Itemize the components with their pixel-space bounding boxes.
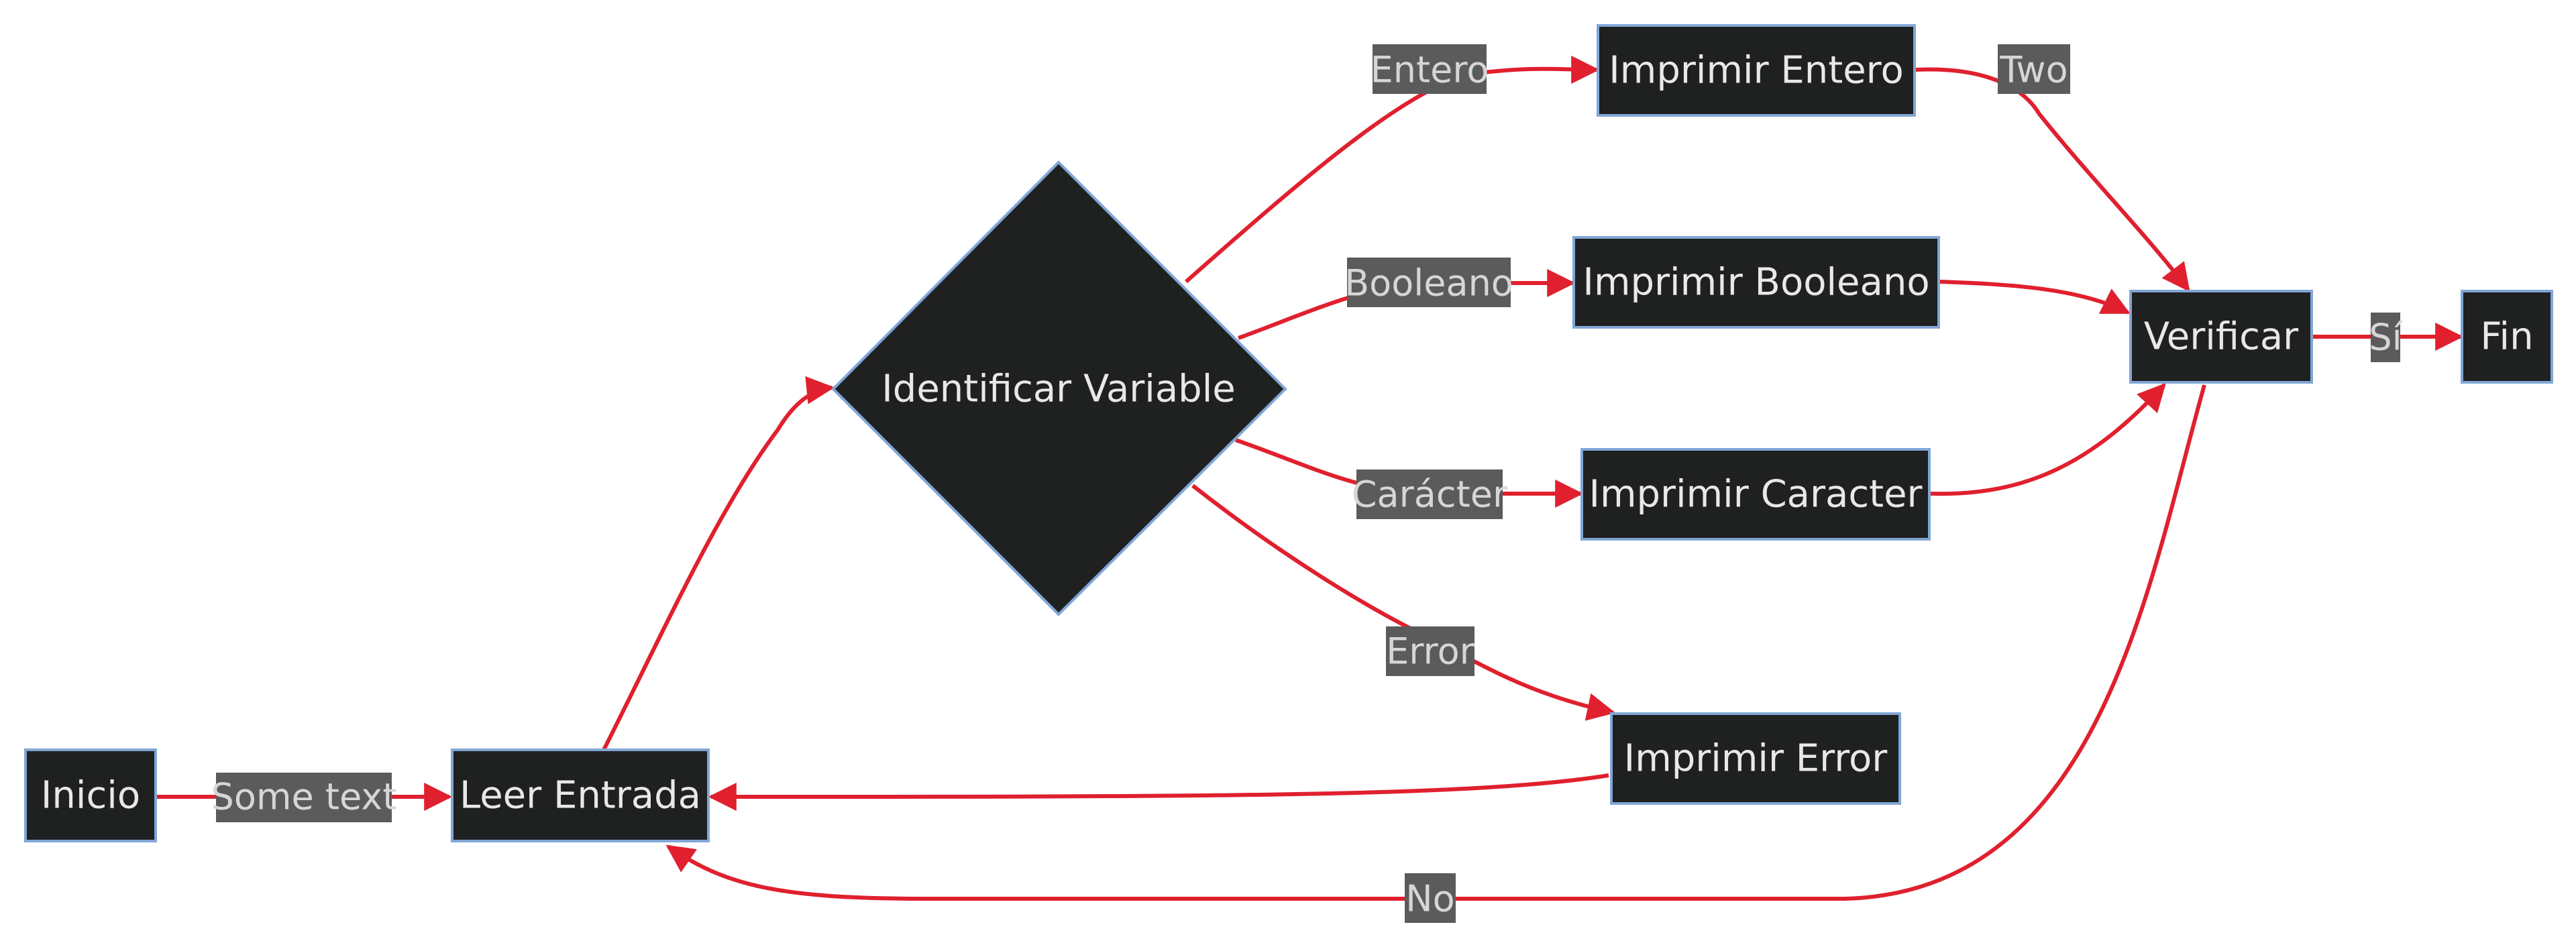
node-identificar-variable: Identificar Variable [831, 160, 1287, 616]
label-booleano: Booleano [1344, 258, 1513, 307]
edge-leer-identificar [602, 376, 835, 751]
label-entero: Entero [1371, 44, 1489, 94]
node-inicio: Inicio [24, 748, 157, 842]
label-two: Two [1998, 44, 2070, 94]
svg-text:Leer Entrada: Leer Entrada [460, 774, 701, 818]
node-imprimir-caracter: Imprimir Caracter [1580, 448, 1931, 541]
node-fin: Fin [2461, 290, 2553, 384]
svg-text:Imprimir Booleano: Imprimir Booleano [1582, 261, 1929, 304]
node-verificar: Verificar [2129, 290, 2313, 384]
svg-text:Verificar: Verificar [2144, 315, 2299, 359]
edge-verificar-leer [665, 384, 2206, 901]
svg-text:Identificar Variable: Identificar Variable [881, 368, 1235, 411]
svg-text:Error: Error [1386, 630, 1474, 673]
svg-text:Some text: Some text [211, 776, 397, 818]
svg-text:Carácter: Carácter [1352, 474, 1508, 516]
edge-booleano-verificar [1939, 280, 2131, 315]
label-inicio-leer: Some text [211, 773, 397, 822]
node-imprimir-error: Imprimir Error [1610, 712, 1901, 805]
svg-text:Two: Two [1999, 49, 2068, 91]
edge-entero-verificar [1915, 67, 2190, 292]
node-imprimir-booleano: Imprimir Booleano [1572, 236, 1940, 329]
node-imprimir-entero: Imprimir Entero [1597, 24, 1916, 117]
svg-text:Entero: Entero [1371, 49, 1489, 91]
edge-caracter-verificar [1930, 382, 2166, 496]
svg-text:Fin: Fin [2480, 315, 2533, 359]
edge-identificar-entero [1185, 55, 1600, 284]
svg-text:Sí: Sí [2369, 317, 2403, 359]
label-si: Sí [2369, 313, 2404, 362]
edge-error-leer [708, 773, 1609, 811]
svg-text:Inicio: Inicio [41, 774, 140, 818]
label-caracter: Carácter [1352, 469, 1508, 519]
svg-text:Imprimir Error: Imprimir Error [1624, 737, 1888, 781]
svg-text:No: No [1405, 878, 1454, 920]
edge-identificar-error [1191, 484, 1616, 721]
svg-text:Imprimir Caracter: Imprimir Caracter [1589, 473, 1923, 516]
svg-text:Booleano: Booleano [1344, 262, 1513, 304]
label-error: Error [1386, 626, 1475, 676]
svg-text:Imprimir Entero: Imprimir Entero [1609, 49, 1903, 93]
label-no: No [1405, 873, 1456, 923]
node-leer-entrada: Leer Entrada [451, 748, 710, 842]
